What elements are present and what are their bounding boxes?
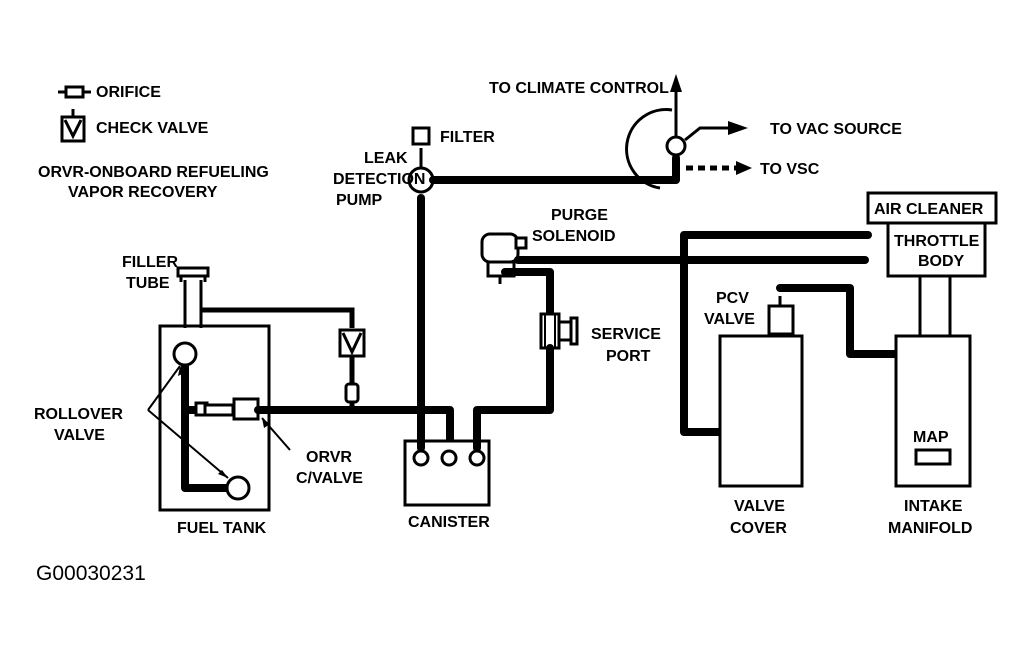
orifice-legend-label: ORIFICE	[96, 84, 161, 101]
rollover-valve-lower	[225, 475, 251, 501]
to-vac-source-label: TO VAC SOURCE	[770, 121, 902, 138]
filler-tube-label-line1: FILLER	[122, 254, 178, 271]
air-cleaner-box	[866, 191, 998, 225]
filler-tube-icon	[176, 266, 210, 328]
orvr-cvalve-label-line1: ORVR	[306, 449, 352, 466]
intake-manifold-label-line1: INTAKE	[904, 498, 963, 515]
throttle-body-label-line1: THROTTLE	[894, 233, 980, 250]
ldp-label-line3: PUMP	[336, 192, 383, 209]
canister-port-3	[468, 449, 486, 467]
canister-port-2	[440, 449, 458, 467]
purge-solenoid-label-line1: PURGE	[551, 207, 608, 224]
orvr-definition-line1: ORVR-ONBOARD REFUELING	[38, 164, 269, 181]
air-cleaner-label: AIR CLEANER	[874, 201, 984, 218]
throttle-body-box	[886, 221, 987, 278]
rollover-valve-leaders	[147, 365, 229, 479]
vacuum-tee-icon	[665, 135, 687, 157]
to-climate-control-arrow	[670, 74, 682, 92]
orvr-cvalve-label-line2: C/VALVE	[296, 470, 363, 487]
filter-label: FILTER	[440, 129, 495, 146]
service-port-label-line2: PORT	[606, 348, 651, 365]
pcv-valve-icon	[767, 304, 795, 336]
filler-tube-label-line2: TUBE	[126, 275, 170, 292]
map-label: MAP	[913, 429, 949, 446]
filter-icon	[411, 126, 431, 146]
purge-solenoid-icon	[480, 232, 528, 284]
pcv-valve-label-line1: PCV	[716, 290, 749, 307]
map-sensor-icon	[914, 448, 952, 466]
orifice-legend-icon	[58, 85, 91, 99]
purge-to-service-line	[501, 268, 554, 316]
ldp-vacuum-line	[429, 154, 680, 184]
valve-cover-label-line2: COVER	[730, 520, 787, 537]
check-valve-legend-label: CHECK VALVE	[96, 120, 209, 137]
figure-id: G00030231	[36, 562, 146, 585]
rollover-valve-label-line2: VALVE	[54, 427, 105, 444]
fresh-air-hose	[680, 231, 872, 436]
throttle-body-label-line2: BODY	[918, 253, 965, 270]
service-port-label-line1: SERVICE	[591, 326, 661, 343]
rollover-valve-upper	[172, 341, 198, 367]
to-vac-source-arrow	[728, 121, 748, 135]
valve-cover-label-line1: VALVE	[734, 498, 785, 515]
orifice-icon	[344, 382, 360, 404]
check-valve-icon	[338, 328, 366, 358]
canister-port-1	[412, 449, 430, 467]
valve-cover-box	[718, 334, 804, 488]
filler-vent-line	[201, 307, 355, 328]
to-vsc-arrow	[736, 161, 752, 175]
tank-to-canister-line	[254, 406, 454, 452]
purge-solenoid-label-line2: SOLENOID	[532, 228, 616, 245]
fuel-tank-label: FUEL TANK	[177, 520, 267, 537]
service-port-icon	[539, 312, 579, 350]
intake-manifold-label-line2: MANIFOLD	[888, 520, 972, 537]
service-to-canister-line	[473, 344, 554, 452]
to-vsc-label: TO VSC	[760, 161, 820, 178]
ldp-label-line2: DETECTION	[333, 171, 425, 188]
check-valve-legend-icon	[60, 109, 86, 143]
rollover-valve-label-line1: ROLLOVER	[34, 406, 123, 423]
pcv-hose	[776, 284, 900, 358]
canister-label: CANISTER	[408, 514, 490, 531]
ldp-label-line1: LEAK	[364, 150, 408, 167]
pcv-valve-label-line2: VALVE	[704, 311, 755, 328]
to-climate-control-label: TO CLIMATE CONTROL	[489, 80, 669, 97]
orvr-definition-line2: VAPOR RECOVERY	[68, 184, 218, 201]
